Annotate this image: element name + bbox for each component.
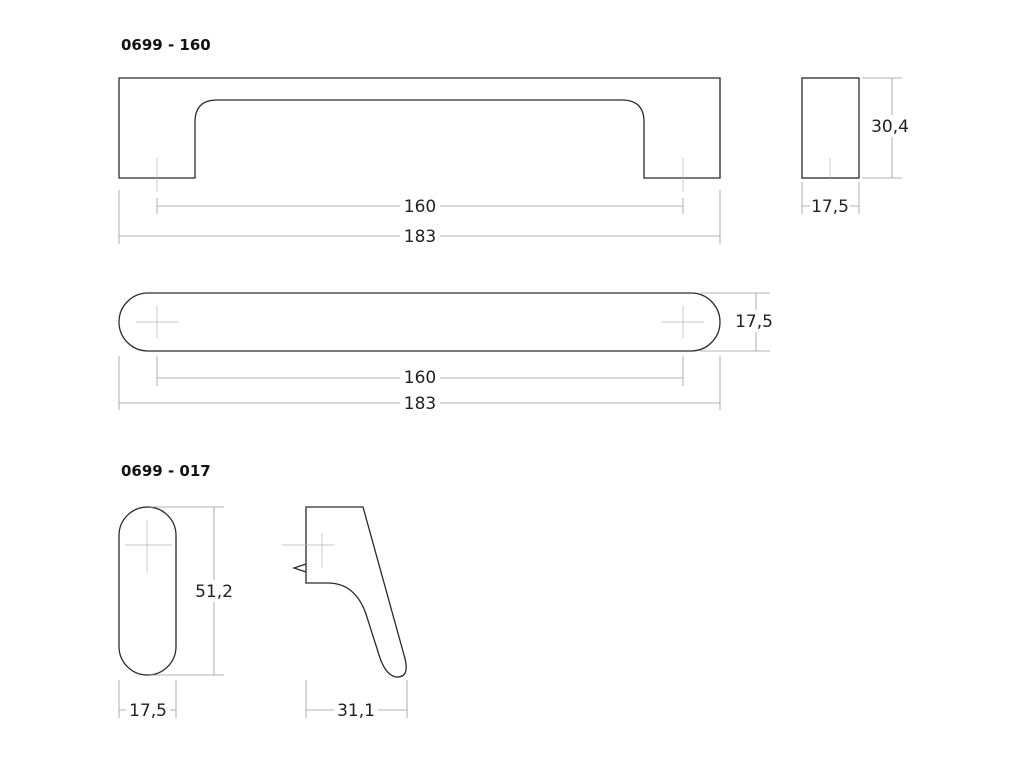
dimension-width-side: 17,5 — [801, 182, 860, 217]
dimension-overall-length-front: 183 — [118, 190, 721, 247]
dimension-center-distance-front: 160 — [156, 196, 684, 217]
part-code-0699-160: 0699 - 160 — [121, 36, 211, 54]
handle-160-top-view — [118, 292, 721, 352]
dimension-depth-knob: 31,1 — [305, 680, 408, 721]
dimension-center-distance-top: 160 — [156, 356, 684, 388]
dim-183-front: 183 — [404, 227, 436, 247]
dimension-width-knob: 17,5 — [118, 680, 177, 721]
dim-17-5-side: 17,5 — [811, 197, 849, 217]
dimension-height-knob: 51,2 — [150, 506, 236, 676]
dimension-width-top: 17,5 — [700, 292, 775, 352]
dim-17-5-top: 17,5 — [735, 312, 773, 332]
dim-30-4-side: 30,4 — [871, 117, 909, 137]
dim-183-top: 183 — [404, 394, 436, 414]
dim-160-top: 160 — [404, 368, 436, 388]
dim-17-5-knob: 17,5 — [129, 701, 167, 721]
dimension-height-side: 30,4 — [862, 77, 910, 179]
knob-017-front-view — [118, 506, 177, 676]
dim-160-front: 160 — [404, 197, 436, 217]
handle-160-side-view — [801, 77, 860, 179]
dim-51-2-knob: 51,2 — [195, 582, 233, 602]
handle-160-front-view — [118, 77, 721, 192]
dimension-overall-length-top: 183 — [118, 356, 721, 414]
dim-31-1-knob: 31,1 — [337, 701, 375, 721]
knob-017-side-view — [282, 506, 407, 678]
part-code-0699-017: 0699 - 017 — [121, 462, 211, 480]
